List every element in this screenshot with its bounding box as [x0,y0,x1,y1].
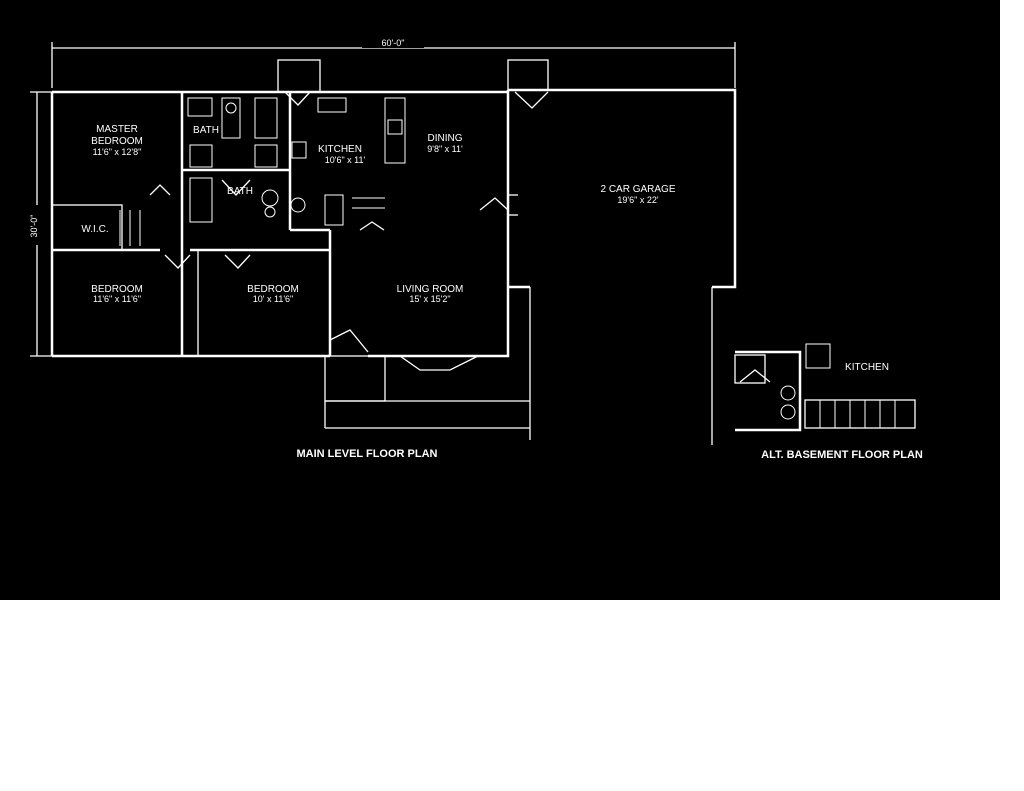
garage-label: 2 CAR GARAGE [600,184,675,195]
room-labels: MASTER BEDROOM 11'6" x 12'8" BATH BATH K… [81,124,889,373]
garage-walls [507,59,737,445]
floor-plan-drawing: 60'-0" 30'-0" [28,36,923,461]
dining-size: 9'8" x 11' [427,144,463,154]
blank-area [0,600,1024,791]
alt-basement-plan [734,343,916,432]
basement-kitchen-label: KITCHEN [845,362,889,373]
main-level-caption: MAIN LEVEL FLOOR PLAN [297,448,438,460]
bath-lower-label: BATH [227,186,253,197]
dimension-width: 60'-0" [51,36,736,88]
bath-fixtures [187,97,279,223]
kitchen-label: KITCHEN [318,144,362,155]
wic-label: W.I.C. [81,224,108,235]
alt-basement-caption: ALT. BASEMENT FLOOR PLAN [761,449,923,461]
width-dimension-text: 60'-0" [382,38,405,48]
depth-dimension-text: 30'-0" [29,215,39,238]
master-bedroom-label-1: MASTER [96,124,138,135]
garage-size: 19'6" x 22' [617,195,658,205]
bedroom-mid-label: BEDROOM [247,284,299,295]
bedroom-mid-size: 10' x 11'6" [253,294,294,304]
living-room-label: LIVING ROOM [397,284,464,295]
dining-label: DINING [428,133,463,144]
dimension-depth: 30'-0" [28,91,52,357]
kitchen-size: 10'6" x 11' [325,155,366,165]
house-walls [50,59,518,371]
master-bedroom-size: 11'6" x 12'8" [93,147,142,157]
master-bedroom-label-2: BEDROOM [91,136,143,147]
bedroom-left-label: BEDROOM [91,284,143,295]
kitchen-fixtures [290,97,406,231]
bath-upper-label: BATH [193,125,219,136]
living-room-size: 15' x 15'2" [409,294,450,304]
porch [324,355,530,429]
floor-plan-panel: 60'-0" 30'-0" [0,0,1000,600]
bedroom-left-size: 11'6" x 11'6" [93,294,141,304]
